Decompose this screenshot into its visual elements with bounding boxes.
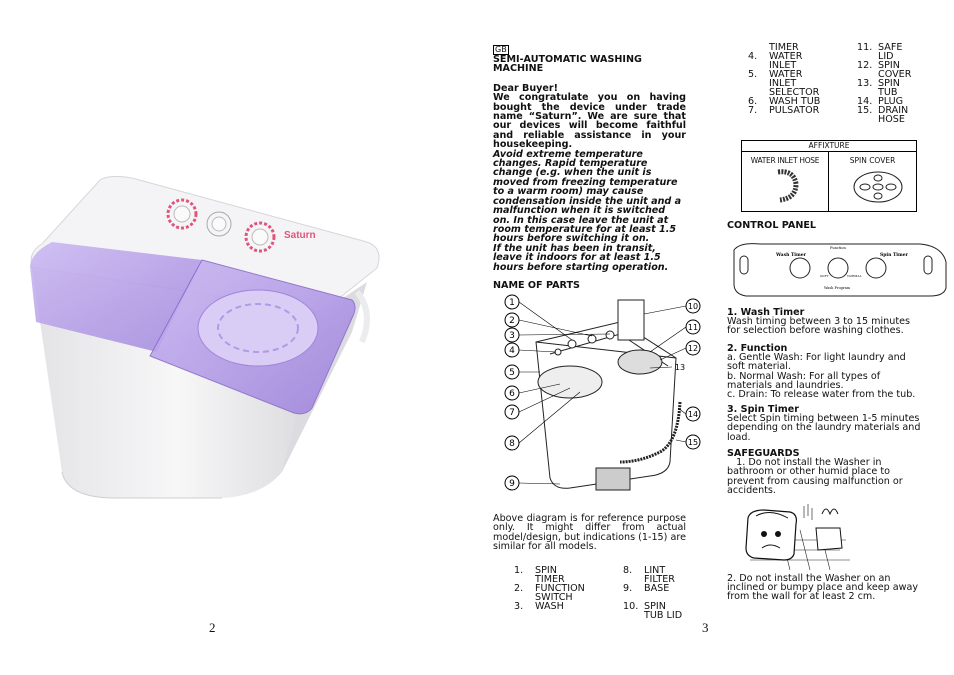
panel-label-spin-timer: Spin Timer [880, 252, 909, 258]
panel-label-function: Function [830, 246, 847, 250]
svg-text:2: 2 [509, 316, 515, 326]
parts-heading: NAME OF PARTS [493, 279, 580, 291]
doc-title: SEMI-AUTOMATIC WASHING MACHINE [493, 54, 642, 75]
affixture-box: AFFIXTURE WATER INLET HOSE SPIN COVER [741, 140, 917, 212]
spin-timer-section: 3. Spin Timer Select Spin timing between… [727, 404, 921, 443]
language-tag: GB [493, 45, 509, 55]
list-item: HOSE [878, 114, 905, 125]
svg-text:13: 13 [675, 363, 685, 372]
panel-label-normal: NORMAL [847, 274, 862, 278]
greeting: Dear Buyer! [493, 82, 559, 94]
spin-cover-icon [853, 171, 903, 203]
knob-wash [166, 198, 198, 230]
page-number-right: 3 [702, 620, 709, 635]
callouts-left: 1 2 3 4 5 6 7 8 9 [504, 294, 611, 491]
svg-text:11: 11 [688, 323, 698, 332]
svg-text:10: 10 [688, 302, 698, 311]
page-number-left: 2 [209, 620, 216, 635]
affixture-title: AFFIXTURE [742, 141, 916, 152]
svg-text:5: 5 [509, 368, 515, 378]
svg-text:3: 3 [509, 331, 515, 341]
function-section: 2. Function a. Gentle Wash: For light la… [727, 343, 916, 401]
wash-timer-section: 1. Wash Timer Wash timing between 3 to 1… [727, 307, 910, 337]
affixture-spin-cover: SPIN COVER [849, 156, 896, 165]
svg-text:4: 4 [509, 346, 515, 356]
svg-text:9: 9 [509, 479, 515, 489]
svg-text:6: 6 [509, 389, 515, 399]
product-photo: Saturn [22, 172, 392, 502]
svg-text:15: 15 [688, 438, 698, 447]
water-inlet-hose-icon [777, 169, 799, 203]
knob-function [206, 211, 232, 237]
panel-label-soft: SOFT [820, 274, 829, 278]
svg-text:7: 7 [509, 408, 515, 418]
control-panel-illustration: Wash Timer Function Spin Timer SOFT NORM… [730, 240, 950, 298]
control-panel-heading: CONTROL PANEL [727, 220, 817, 231]
parts-diagram: 1 2 3 4 5 6 7 8 9 10 11 12 13 14 15 [500, 292, 708, 500]
svg-text:8: 8 [509, 439, 515, 449]
safeguards-section: SAFEGUARDS 1. Do not install the Washer … [727, 448, 903, 496]
svg-text:14: 14 [688, 410, 698, 419]
intro-text: We congratulate you on having bought the… [493, 92, 686, 151]
affixture-water-inlet-hose: WATER INLET HOSE [750, 156, 820, 165]
safeguard-2: 2. Do not install the Washer on an incli… [727, 573, 919, 603]
diagram-note: Above diagram is for reference purpose o… [493, 513, 686, 553]
svg-text:1: 1 [509, 298, 515, 308]
knob-spin [244, 221, 276, 253]
callouts-right: 10 11 12 13 14 15 [643, 298, 701, 450]
humid-place-illustration [730, 500, 854, 571]
svg-text:12: 12 [688, 344, 698, 353]
column-1: GB SEMI-AUTOMATIC WASHING MACHINE Dear B… [493, 45, 686, 290]
brand-logo: Saturn [284, 230, 316, 241]
panel-label-wash-program: Wash Program [824, 286, 851, 290]
panel-label-wash-timer: Wash Timer [775, 252, 807, 258]
